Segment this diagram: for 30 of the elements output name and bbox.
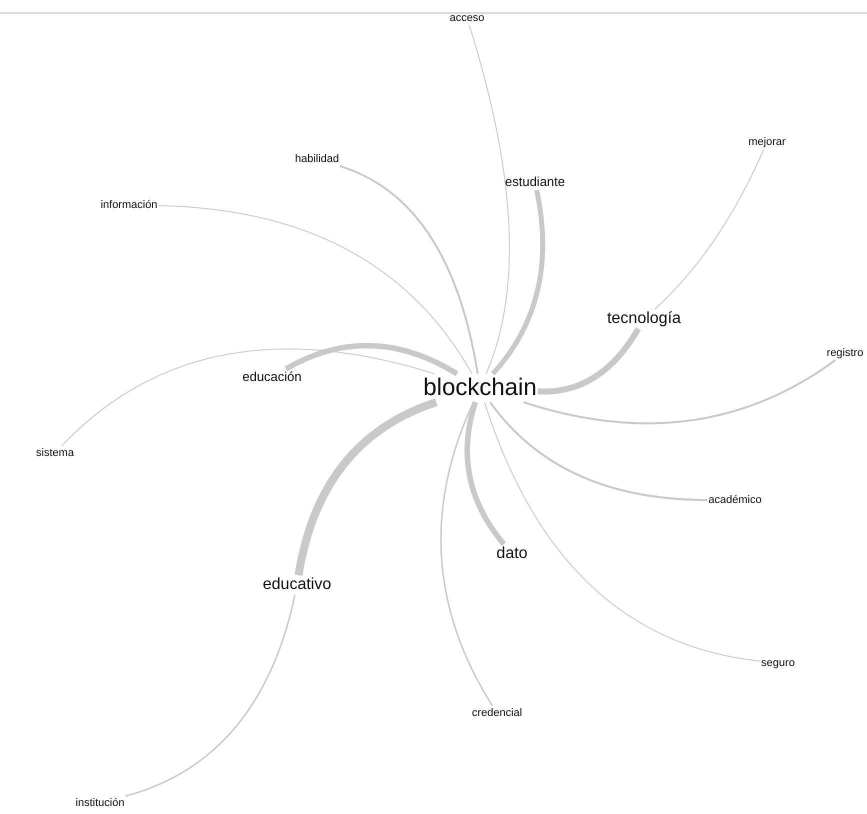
connector-line xyxy=(158,205,473,374)
connector-line xyxy=(654,148,764,310)
word-label: registro xyxy=(826,346,864,360)
connector-line xyxy=(284,342,458,376)
word-label: sistema xyxy=(36,446,74,460)
connector-line xyxy=(464,401,506,546)
connector-line xyxy=(489,402,708,501)
word-label: académico xyxy=(708,494,762,506)
connector-line xyxy=(523,359,836,424)
connector-line xyxy=(61,348,436,446)
word-label: blockchain xyxy=(423,374,537,402)
connector-line xyxy=(340,165,479,374)
word-label: acceso xyxy=(450,12,484,24)
word-label: educativo xyxy=(262,576,332,594)
word-label: estudiante xyxy=(505,174,565,190)
word-label: información xyxy=(100,198,158,212)
connector-line xyxy=(484,402,761,662)
connector-line xyxy=(125,594,296,797)
connector-line xyxy=(468,24,510,374)
word-label: tecnología xyxy=(607,310,681,328)
word-label: mejorar xyxy=(748,136,786,148)
word-label: educación xyxy=(242,370,302,384)
connector-line xyxy=(490,190,546,376)
word-label: credencial xyxy=(472,706,522,720)
word-label: habilidad xyxy=(294,152,340,166)
connector-line xyxy=(538,327,641,394)
connector-line xyxy=(440,402,494,706)
word-label: dato xyxy=(496,545,528,563)
word-label: institución xyxy=(76,796,124,810)
word-label: seguro xyxy=(761,656,795,670)
